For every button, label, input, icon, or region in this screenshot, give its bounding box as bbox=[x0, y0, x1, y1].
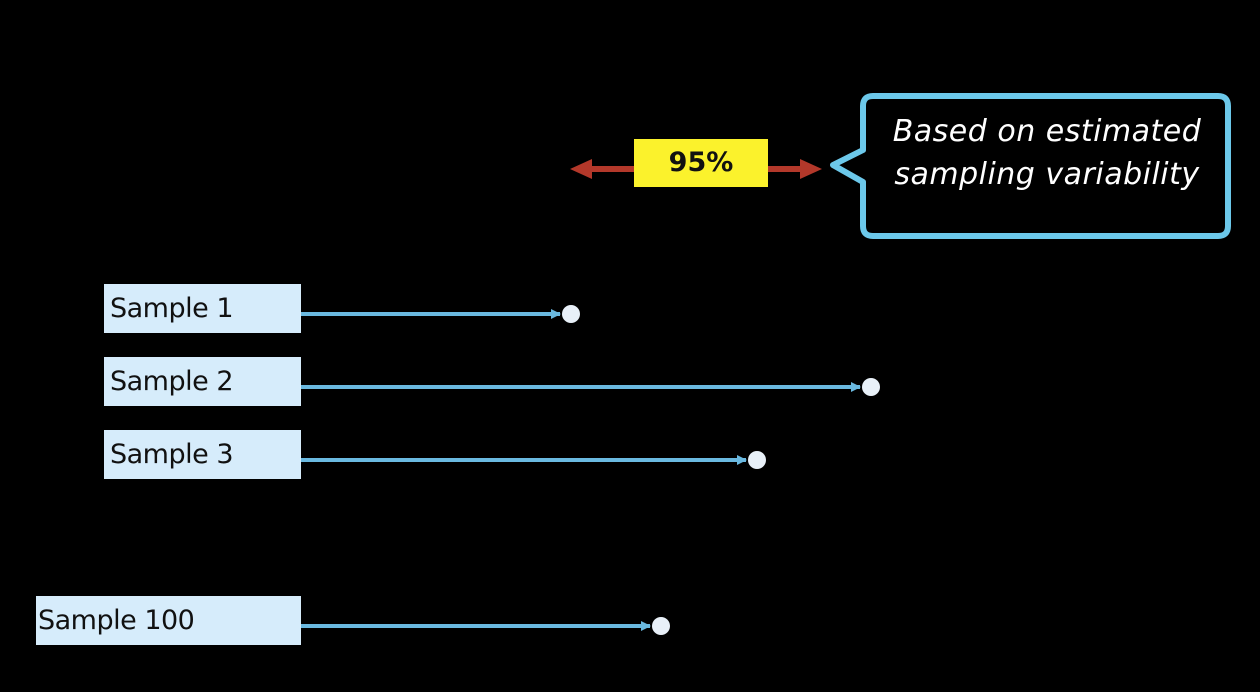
sample-arrows-group bbox=[301, 305, 880, 635]
sample-estimate-point bbox=[562, 305, 580, 323]
confidence-interval-arrow bbox=[570, 139, 822, 187]
callout-line-1: Based on estimated bbox=[892, 114, 1202, 149]
sample-1-label: Sample 1 bbox=[104, 284, 301, 333]
sample-2-label: Sample 2 bbox=[104, 357, 301, 406]
callout-bubble bbox=[830, 93, 1231, 239]
ci-arrow-right-head bbox=[800, 159, 822, 179]
sample-estimate-point bbox=[652, 617, 670, 635]
callout-text: Based on estimated sampling variability bbox=[868, 110, 1226, 196]
sample-100-label: Sample 100 bbox=[36, 596, 301, 645]
sample-estimate-point bbox=[862, 378, 880, 396]
ci-badge bbox=[634, 139, 768, 187]
ci-arrow-left-head bbox=[570, 159, 592, 179]
sample-3-label: Sample 3 bbox=[104, 430, 301, 479]
ci-badge-label: 95% bbox=[668, 147, 734, 178]
sample-estimate-point bbox=[748, 451, 766, 469]
callout-line-2: sampling variability bbox=[894, 157, 1200, 192]
